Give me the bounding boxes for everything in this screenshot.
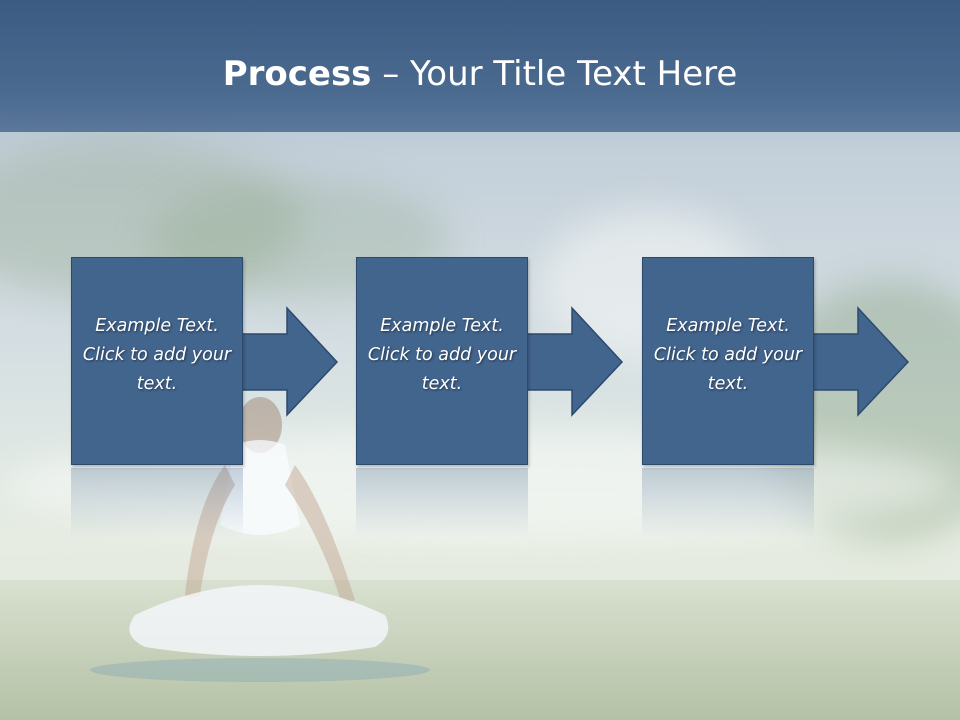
step-reflection xyxy=(356,468,528,538)
slide-title[interactable]: Process – Your Title Text Here xyxy=(0,52,960,96)
arrow-right-icon xyxy=(811,306,910,417)
step-reflection xyxy=(642,468,814,538)
step-reflection xyxy=(71,468,243,538)
title-bold-text: Process xyxy=(222,54,372,94)
background-grass xyxy=(0,580,960,720)
step-text: Example Text. Click to add your text. xyxy=(653,316,803,394)
process-step-box[interactable]: Example Text. Click to add your text. xyxy=(71,257,243,465)
step-text: Example Text. Click to add your text. xyxy=(367,316,517,394)
process-step-box[interactable]: Example Text. Click to add your text. xyxy=(356,257,528,465)
title-band: Process – Your Title Text Here xyxy=(0,0,960,132)
arrow-right-icon xyxy=(525,306,624,417)
title-text: – Your Title Text Here xyxy=(371,54,738,94)
step-text: Example Text. Click to add your text. xyxy=(82,316,232,394)
arrow-right-icon xyxy=(240,306,339,417)
process-step-box[interactable]: Example Text. Click to add your text. xyxy=(642,257,814,465)
